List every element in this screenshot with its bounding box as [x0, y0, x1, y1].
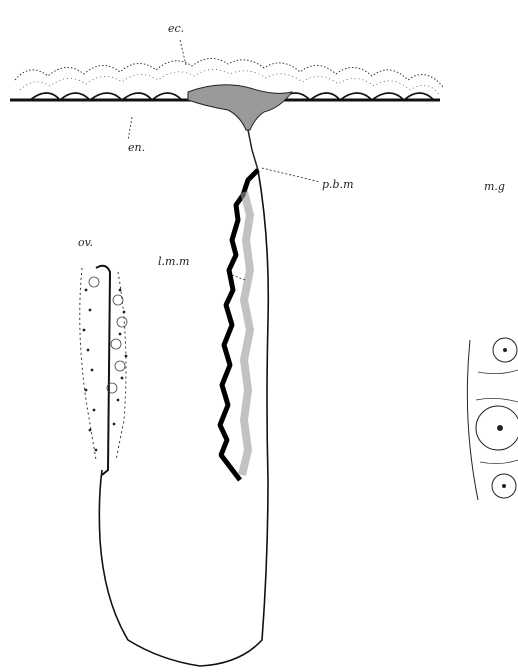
label-en: en. — [128, 141, 145, 154]
leader-lines — [128, 40, 320, 280]
label-lmm: l.m.m — [158, 255, 189, 268]
mesentery-tube — [99, 130, 268, 666]
label-pbm: p.b.m — [322, 178, 354, 191]
ectoderm-layer — [10, 58, 444, 130]
ovary-column — [80, 266, 128, 475]
label-ov: ov. — [78, 236, 93, 249]
label-ec: ec. — [168, 22, 184, 35]
cell-cluster — [467, 338, 518, 500]
label-mg: m.g — [484, 180, 505, 193]
